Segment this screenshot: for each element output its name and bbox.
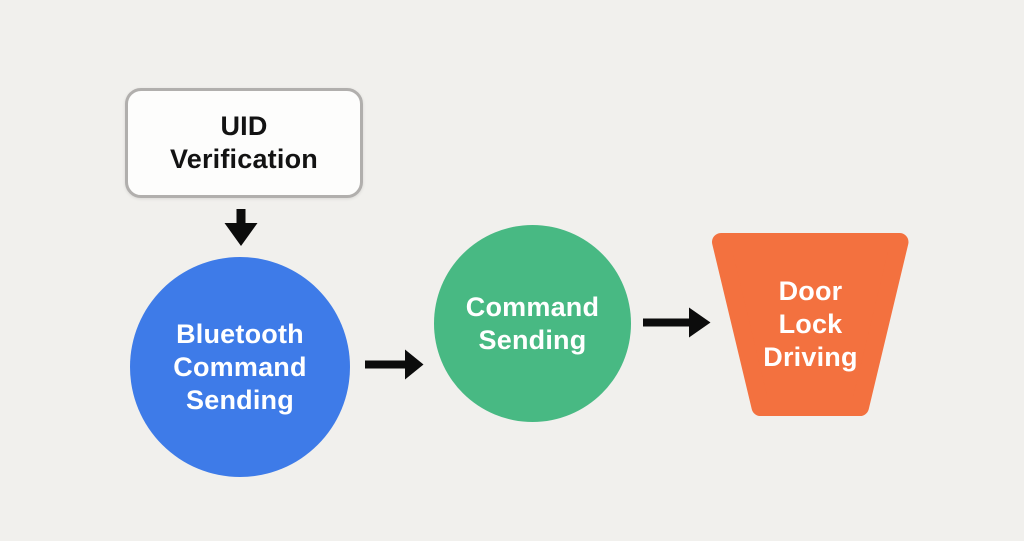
- label-line: Sending: [186, 384, 294, 415]
- node-bluetooth-command-sending: Bluetooth Command Sending: [130, 257, 350, 477]
- label-line: Command: [173, 351, 307, 382]
- label-line: Verification: [170, 144, 318, 174]
- trapezoid-shape: [712, 233, 909, 416]
- label-line: Bluetooth: [176, 318, 304, 349]
- node-door-lock-driving: Door Lock Driving: [712, 233, 909, 416]
- label-line: Door: [778, 276, 843, 306]
- label-line: Lock: [778, 309, 843, 339]
- arrow-down-icon: [224, 209, 258, 246]
- arrow-right-shape: [643, 307, 711, 338]
- arrow-down-shape: [224, 209, 258, 246]
- node-command-sending: Command Sending: [434, 225, 631, 422]
- node-uid-verification: UID Verification: [125, 88, 363, 198]
- node-door-lock-driving-label: Door Lock Driving: [712, 233, 909, 416]
- trapezoid-polygon: [712, 233, 909, 416]
- node-bluetooth-command-sending-label: Bluetooth Command Sending: [173, 318, 306, 417]
- label-line: UID: [220, 111, 268, 141]
- arrow-right-shape: [365, 349, 424, 380]
- label-line: Command: [465, 291, 600, 322]
- node-uid-verification-label: UID Verification: [170, 110, 318, 176]
- node-command-sending-label: Command Sending: [466, 291, 599, 357]
- label-line: Sending: [478, 324, 587, 355]
- label-line: Driving: [763, 342, 858, 372]
- arrow-right-icon: [365, 349, 424, 380]
- arrow-right-icon: [643, 307, 711, 338]
